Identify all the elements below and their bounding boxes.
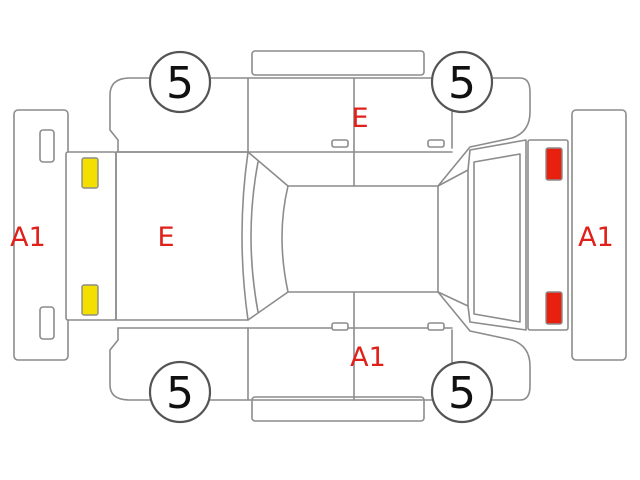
rear-bumper [571,109,627,361]
tire-rating-front-left: 5 [166,368,194,419]
tire-rating-rear-left: 5 [448,368,476,419]
tire-rating-rear-right: 5 [448,58,476,109]
wheel-rear-right: 5 [430,50,494,114]
left-side-sill [251,396,425,422]
wheel-rear-left: 5 [430,360,494,424]
wheel-front-left: 5 [148,360,212,424]
code-right-doors: E [351,103,368,134]
right-side-sill [251,50,425,76]
code-front-bumper: A1 [10,222,46,253]
code-rear-bumper: A1 [578,222,614,253]
wheel-front-right: 5 [148,50,212,114]
front-fog-light-upper [81,157,99,189]
tail-light-upper [545,147,563,181]
front-fog-light-lower [81,284,99,316]
tire-rating-front-right: 5 [166,58,194,109]
car-top-view [65,139,569,331]
tail-light-lower [545,291,563,325]
code-left-doors: A1 [350,342,386,373]
left-side-panel [109,291,531,401]
code-hood: E [157,222,174,253]
